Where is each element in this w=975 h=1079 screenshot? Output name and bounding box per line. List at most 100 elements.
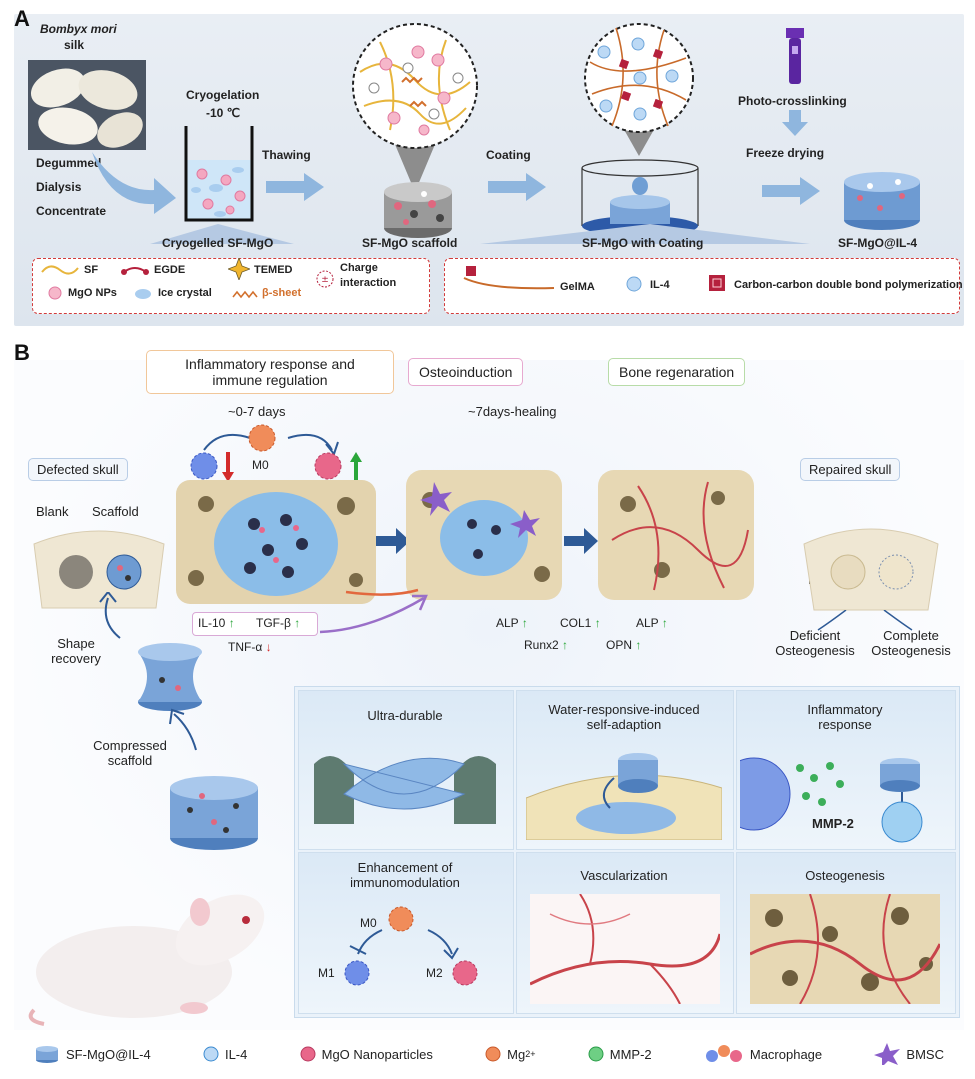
legend-egde: EGDE: [154, 264, 186, 276]
legend-box-left: [32, 258, 430, 314]
legend-item-scaffold: SF-MgO@IL-4: [34, 1044, 151, 1064]
scaffold-legend-icon: [36, 1046, 58, 1063]
tile-inflammatory-mmp2: MMP-2: [812, 816, 854, 831]
beta-sheet-icon: [232, 290, 258, 299]
deficient-line1: Deficient: [789, 628, 841, 643]
tile-vascularization-title: Vascularization: [580, 868, 668, 883]
tile-inflammatory-line1: Inflammatory: [807, 702, 883, 717]
silk-cocoons-image: [28, 60, 146, 150]
ccdb-icon: [709, 275, 725, 291]
tnfa-label: TNF-α: [228, 640, 263, 654]
complete-line2: Osteogenesis: [871, 643, 951, 658]
inflammatory-response-image: [740, 757, 923, 843]
legend-scaffold-label: SF-MgO@IL-4: [66, 1046, 151, 1062]
opn-up-arrow: ↑: [635, 638, 642, 652]
thawing-label: Thawing: [262, 148, 311, 162]
panel-a-letter: A: [14, 6, 30, 31]
days-early-label: ~0-7 days: [228, 404, 286, 419]
tile4-m2-icon: [452, 960, 478, 986]
panel-b-letter: B: [14, 340, 30, 365]
legend-bmsc-label: BMSC: [906, 1046, 944, 1062]
complete-line1: Complete: [883, 628, 939, 643]
tnfa-marker: TNF-α ↓: [228, 640, 272, 654]
charge-interaction-icon: ±: [316, 270, 334, 288]
tile-ultra-durable-title: Ultra-durable: [367, 708, 443, 723]
legend-macrophage-label: Macrophage: [749, 1046, 823, 1062]
legend-beta: β-sheet: [262, 287, 302, 299]
tile4-m1-icon: [344, 960, 370, 986]
alp-up-arrow-2: ↑: [661, 616, 668, 630]
arrow-compressed: [169, 708, 197, 751]
legend-charge-2: interaction: [340, 277, 397, 289]
legend-ccdb: Carbon-carbon double bond polymerization: [734, 279, 963, 291]
macrophage-legend-icon: [705, 1045, 742, 1062]
deficient-line2: Osteogenesis: [775, 643, 855, 658]
legend-il4: IL-4: [650, 279, 670, 291]
tile4-m0-label: M0: [360, 916, 377, 930]
tile-inflammatory-title: Inflammatory response: [736, 702, 954, 732]
rat-image: [28, 894, 265, 1026]
ice-crystal-icon: [135, 289, 151, 299]
legend-il4-label: IL-4: [224, 1046, 248, 1062]
gelma-icon: [463, 266, 555, 290]
il10-up-arrow: ↑: [228, 616, 235, 630]
arrow-freeze-drying: [762, 177, 820, 205]
curved-arrow-to-beaker: [92, 152, 176, 214]
legend-charge-1: Charge: [340, 262, 378, 274]
sf-mgo-il4-scaffold-image: [844, 172, 920, 230]
m1-down-arrow: [222, 452, 234, 482]
legend-gelma: GelMA: [560, 281, 595, 293]
mgo-np-icon: [48, 286, 62, 300]
silk-title-line2: silk: [64, 38, 85, 52]
egde-icon: [121, 267, 149, 275]
il10-marker: IL-10 ↑: [198, 616, 235, 630]
legend-temed: TEMED: [254, 264, 293, 276]
tgfb-up-arrow: ↑: [294, 616, 301, 630]
legend-mg-superscript: 2+: [525, 1049, 536, 1059]
tile-immunomodulation: [298, 852, 514, 1014]
box-inflammatory-line1: Inflammatory response and: [185, 356, 355, 372]
magnified-gelma-network: [584, 23, 694, 156]
shape-recovery-label: Shape recovery: [38, 636, 114, 666]
left-scaffold-label: Scaffold: [92, 504, 139, 519]
tile4-arrows: [349, 929, 459, 960]
tile-immunomodulation-line2: immunomodulation: [350, 875, 460, 890]
temed-star-icon: [228, 258, 250, 280]
box-osteoinduction: Osteoinduction: [408, 358, 524, 386]
opn-marker: OPN ↑: [606, 638, 641, 652]
alp-marker-1: ALP ↑: [496, 616, 528, 630]
compressed-line2: scaffold: [107, 753, 153, 768]
beaker-icon: [184, 126, 254, 222]
arrow-coating: [488, 173, 546, 201]
tile-water-responsive-line2: self-adaption: [586, 717, 662, 732]
mgo-legend-icon: [300, 1046, 316, 1062]
legend-ice: Ice crystal: [158, 287, 212, 299]
coating-label: Coating: [486, 148, 531, 162]
col1-marker: COL1 ↑: [560, 616, 601, 630]
silk-title-line1: Bombyx mori: [40, 22, 117, 36]
alp-label-1: ALP: [496, 616, 519, 630]
vascularization-image: [530, 894, 720, 1004]
svg-text:±: ±: [321, 275, 329, 285]
scaffold-in-bone-image: [176, 480, 376, 604]
arrow-stage-1: [376, 528, 410, 554]
osteoinduction-image: [406, 470, 562, 600]
alp-marker-2: ALP ↑: [636, 616, 668, 630]
tile-immunomodulation-line1: Enhancement of: [357, 860, 453, 875]
legend-mg-label: Mg: [507, 1046, 526, 1062]
runx2-up-arrow: ↑: [562, 638, 569, 652]
repaired-skull-label: Repaired skull: [800, 458, 901, 481]
stage-label-final: SF-MgO@IL-4: [838, 236, 918, 250]
m0-macrophage-icon: [248, 424, 276, 452]
cytokine-box: [192, 612, 318, 636]
runx2-marker: Runx2 ↑: [524, 638, 568, 652]
left-blank-label: Blank: [36, 504, 69, 519]
flashlight-icon: [786, 28, 804, 84]
arrow-stage-2: [564, 528, 598, 554]
col1-label: COL1: [560, 616, 592, 630]
stage-base-fans: [150, 224, 810, 244]
arrow-down-photo: [782, 110, 808, 136]
box-inflammatory: Inflammatory response and immune regulat…: [146, 350, 394, 394]
step-dialysis: Dialysis: [36, 180, 82, 194]
